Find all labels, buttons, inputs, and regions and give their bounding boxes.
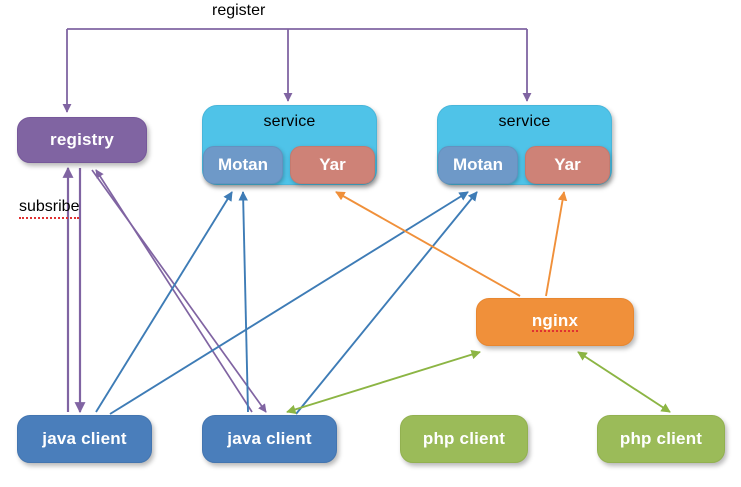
node-service-2-yar[interactable]: Yar — [525, 146, 610, 184]
edge-java-client-1-to-motan-1 — [95, 191, 233, 413]
node-service-1-motan[interactable]: Motan — [203, 146, 283, 184]
node-service-2-yar-label: Yar — [554, 155, 581, 174]
node-java-client-1-label: java client — [42, 429, 127, 448]
node-nginx[interactable]: nginx — [476, 298, 634, 346]
node-service-2-label: service — [498, 113, 551, 130]
node-service-1-motan-label: Motan — [217, 155, 269, 174]
node-php-client-1-label: php client — [422, 429, 506, 448]
edge-label-subscribe: subsribe — [19, 198, 80, 219]
node-java-client-2-label: java client — [227, 429, 312, 448]
edge-nginx-to-yar-2 — [545, 191, 568, 297]
node-php-client-2[interactable]: php client — [597, 415, 725, 463]
edge-php-client-2-nginx — [577, 351, 671, 413]
node-registry[interactable]: registry — [17, 117, 147, 163]
node-java-client-2[interactable]: java client — [202, 415, 337, 463]
node-service-1-label: service — [263, 113, 316, 130]
edge-registry-to-java-client-2 — [91, 169, 267, 413]
node-registry-label: registry — [50, 130, 114, 149]
node-php-client-1[interactable]: php client — [400, 415, 528, 463]
node-php-client-2-label: php client — [619, 429, 703, 448]
edge-java-client-2-to-motan-1 — [238, 191, 249, 413]
node-service-2-motan-label: Motan — [452, 155, 504, 174]
node-service-1-yar-label: Yar — [319, 155, 346, 174]
edge-label-register: register — [212, 2, 266, 19]
node-java-client-1[interactable]: java client — [17, 415, 152, 463]
node-nginx-label: nginx — [531, 311, 579, 332]
node-service-2-motan[interactable]: Motan — [438, 146, 518, 184]
edge-php-client-1-nginx — [286, 350, 481, 414]
node-service-1-yar[interactable]: Yar — [290, 146, 375, 184]
edge-java-client-1-to-motan-2 — [109, 191, 469, 415]
edge-nginx-to-yar-1 — [335, 191, 521, 297]
